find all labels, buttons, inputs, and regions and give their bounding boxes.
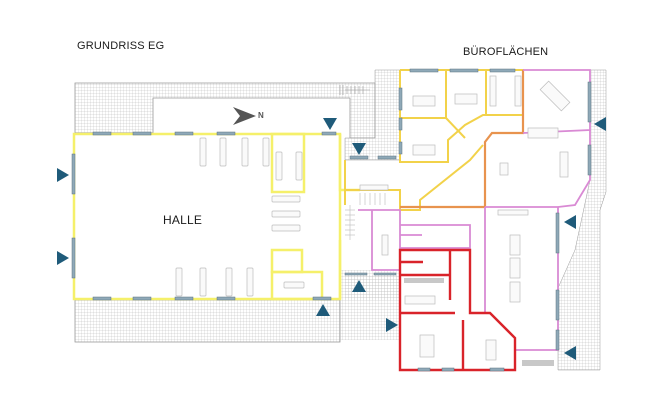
entrance-markers [57,117,606,360]
office-orange-walls [400,70,525,209]
windows [71,68,592,372]
entrance-arrow-icon [564,215,576,229]
entrance-arrow-icon [594,117,606,131]
entrance-arrow-icon [564,346,576,360]
offices-title: BÜROFLÄCHEN [463,46,549,58]
entrance-arrow-icon [323,118,337,130]
halle-walls [72,132,360,301]
plan-title: GRUNDRISS EG [77,40,165,52]
room-label-halle: HALLE [163,213,203,227]
entrance-arrow-icon [57,168,69,182]
entrance-arrow-icon [57,251,69,265]
sanitary-fixtures [404,278,554,366]
entrance-arrow-icon [316,304,330,316]
entrance-arrow-icon [352,143,366,155]
interior-stairs [345,193,386,240]
north-compass-icon [233,107,256,125]
entrance-arrow-icon [386,318,398,332]
office-red-walls [398,248,517,372]
furniture [175,75,571,361]
compass-label: N [258,111,264,120]
entrance-arrow-icon [352,280,366,292]
exterior-stairs [339,85,370,95]
